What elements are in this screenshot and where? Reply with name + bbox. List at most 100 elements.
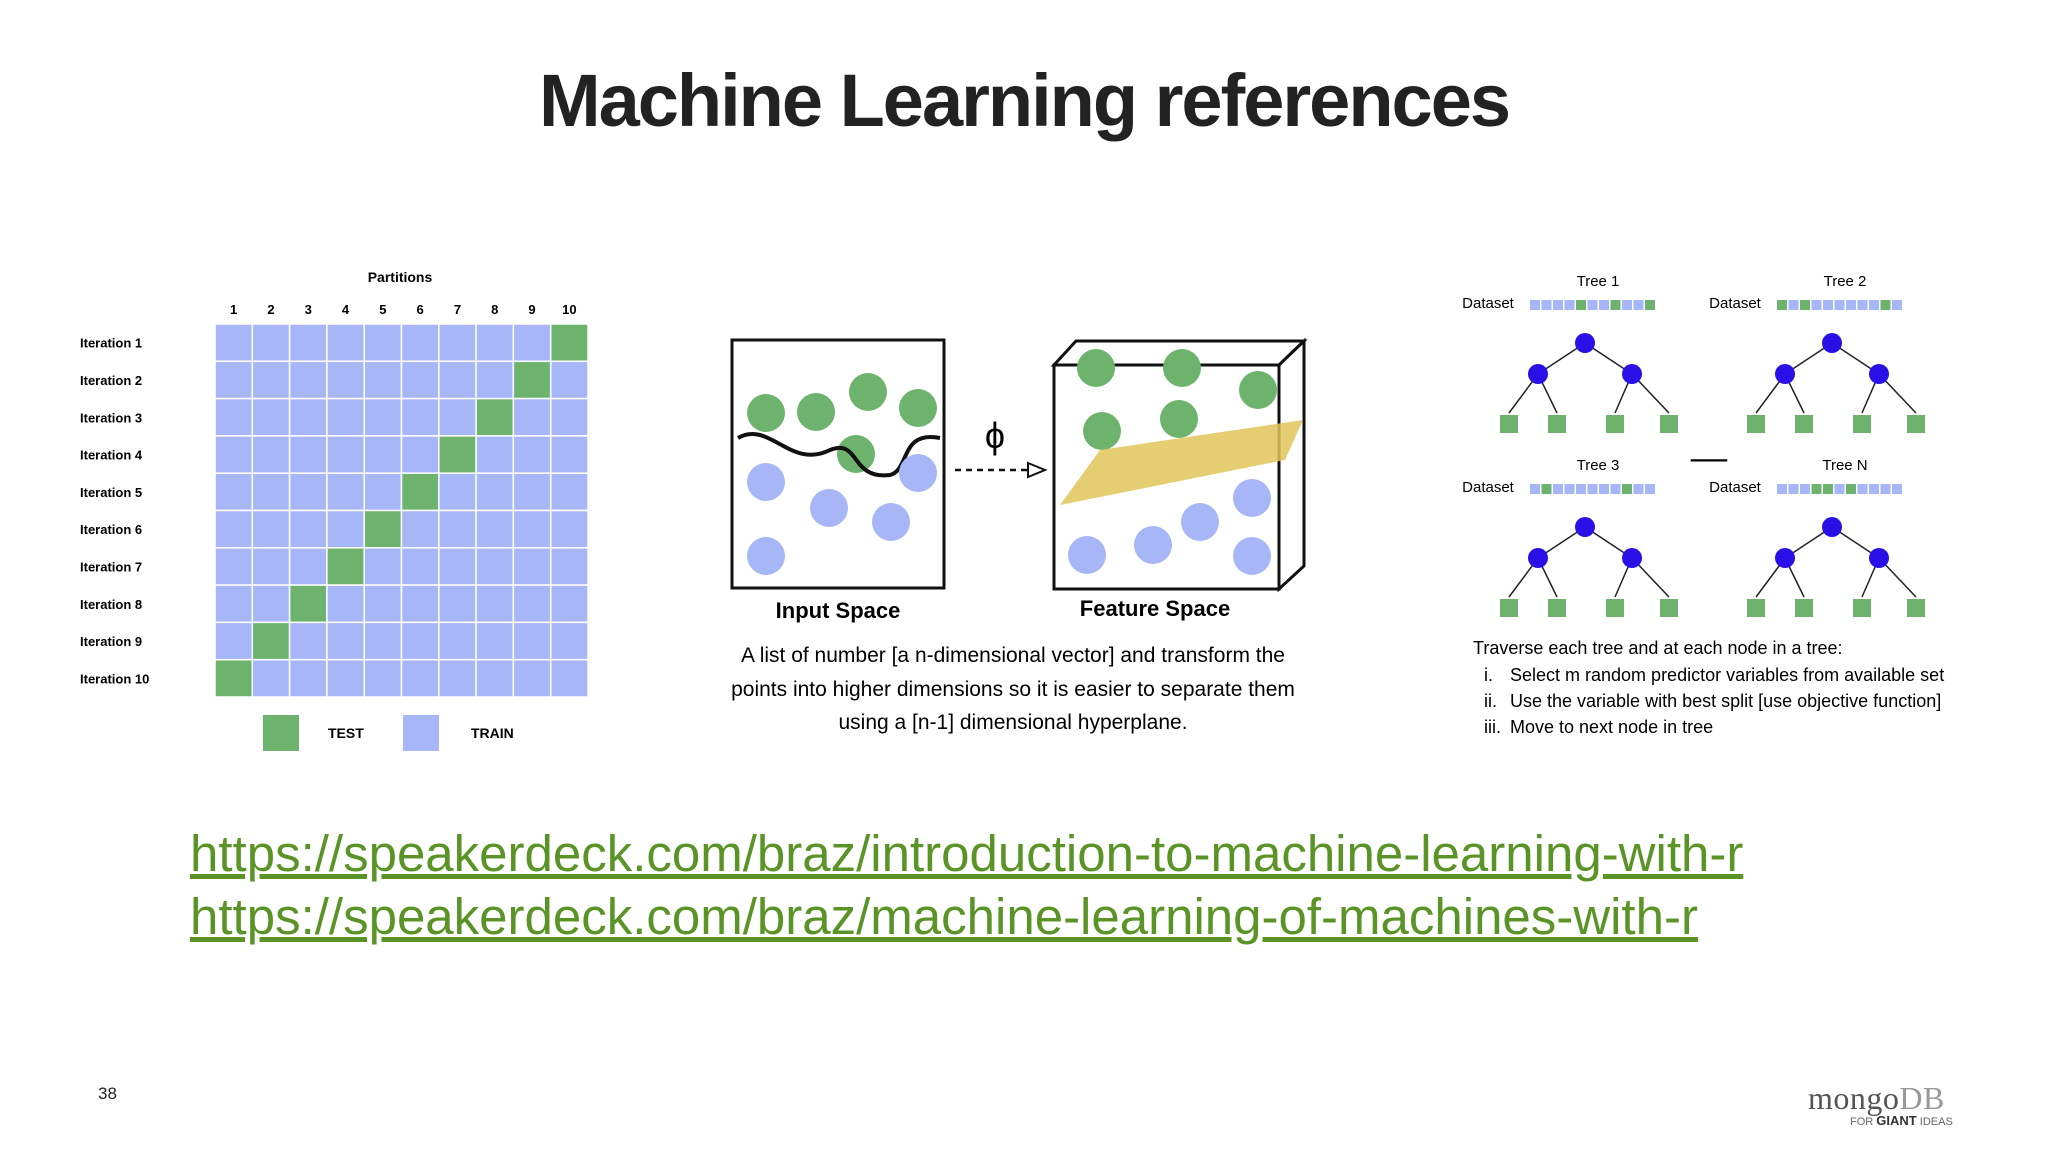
test-cell bbox=[363, 509, 403, 549]
tree-ellipsis: --------- bbox=[1690, 449, 1728, 469]
dataset-sample bbox=[1633, 484, 1644, 494]
feature-space-label: Feature Space bbox=[1080, 596, 1230, 621]
train-cell bbox=[214, 472, 254, 512]
dataset-sample bbox=[1564, 300, 1575, 310]
tree-root-node bbox=[1575, 333, 1595, 353]
blue-point bbox=[1233, 537, 1271, 575]
blue-point bbox=[1134, 526, 1172, 564]
dataset-label: Dataset bbox=[1462, 295, 1515, 312]
iteration-label: Iteration 4 bbox=[80, 448, 143, 463]
blue-point bbox=[1181, 503, 1219, 541]
train-cell bbox=[363, 323, 403, 363]
partition-number: 7 bbox=[454, 302, 461, 317]
train-cell bbox=[549, 547, 589, 586]
slide-title: Machine Learning references bbox=[538, 59, 1511, 142]
train-cell bbox=[475, 360, 515, 400]
reference-link-ml-machines[interactable]: https://speakerdeck.com/braz/machine-lea… bbox=[190, 888, 1698, 945]
train-cell bbox=[512, 435, 552, 474]
tree-split-node bbox=[1869, 364, 1889, 384]
train-cell bbox=[512, 547, 552, 586]
blue-point bbox=[810, 489, 848, 527]
blue-point bbox=[1068, 536, 1106, 574]
train-cell bbox=[288, 509, 328, 549]
mongodb-logo: mongoDB FOR GIANT IDEAS bbox=[1808, 1080, 1953, 1128]
train-cell bbox=[288, 658, 328, 698]
dataset-sample bbox=[1599, 300, 1609, 310]
blue-point bbox=[872, 503, 910, 541]
train-cell bbox=[475, 621, 515, 661]
svm-caption-line: points into higher dimensions so it is e… bbox=[731, 678, 1295, 701]
svm-caption-line: A list of number [a n-dimensional vector… bbox=[741, 644, 1285, 667]
train-cell bbox=[326, 658, 365, 698]
partition-number: 5 bbox=[379, 302, 386, 317]
green-point bbox=[1077, 349, 1115, 387]
legend-train-swatch bbox=[403, 715, 439, 751]
train-cell bbox=[288, 360, 328, 400]
dataset-sample bbox=[1823, 484, 1833, 494]
tree-root-node bbox=[1575, 517, 1595, 537]
reference-link-intro-ml[interactable]: https://speakerdeck.com/braz/introductio… bbox=[190, 825, 1744, 882]
tree-leaf-node bbox=[1853, 415, 1871, 433]
decision-curve bbox=[737, 432, 941, 478]
train-cell bbox=[288, 397, 328, 437]
train-cell bbox=[326, 435, 365, 474]
train-cell bbox=[326, 509, 365, 549]
train-cell bbox=[326, 360, 365, 400]
train-cell bbox=[475, 584, 515, 624]
train-cell bbox=[475, 509, 515, 549]
dataset-sample bbox=[1622, 484, 1632, 494]
dataset-sample bbox=[1587, 484, 1598, 494]
test-cell bbox=[512, 360, 552, 400]
train-cell bbox=[363, 658, 403, 698]
iteration-label: Iteration 5 bbox=[80, 485, 142, 500]
iteration-label: Iteration 1 bbox=[80, 336, 142, 351]
blue-point bbox=[899, 454, 937, 492]
train-cell bbox=[363, 547, 403, 586]
logo-tag-giant: GIANT bbox=[1876, 1113, 1917, 1128]
train-cell bbox=[549, 472, 589, 512]
dataset-sample bbox=[1530, 484, 1540, 494]
dataset-sample bbox=[1541, 300, 1552, 310]
logo-word-db: DB bbox=[1899, 1080, 1945, 1116]
tree-leaf-node bbox=[1747, 415, 1765, 433]
tree-split-node bbox=[1622, 364, 1642, 384]
train-cell bbox=[251, 658, 291, 698]
tree-leaf-node bbox=[1660, 415, 1678, 433]
tree-leaf-node bbox=[1606, 415, 1624, 433]
dataset-sample bbox=[1892, 484, 1902, 494]
train-cell bbox=[438, 547, 477, 586]
train-cell bbox=[512, 509, 552, 549]
step-text: Use the variable with best split [use ob… bbox=[1510, 691, 1941, 711]
dataset-sample bbox=[1564, 484, 1575, 494]
train-cell bbox=[214, 584, 254, 624]
tree-split-node bbox=[1775, 548, 1795, 568]
train-cell bbox=[512, 658, 552, 698]
logo-tag-ideas: IDEAS bbox=[1916, 1116, 1953, 1128]
tree-split-node bbox=[1622, 548, 1642, 568]
dataset-sample bbox=[1530, 300, 1540, 310]
train-cell bbox=[326, 397, 365, 437]
dataset-label: Dataset bbox=[1709, 295, 1762, 312]
blue-point bbox=[1233, 479, 1271, 517]
partition-number: 4 bbox=[342, 302, 350, 317]
step-number: ii. bbox=[1484, 691, 1497, 711]
train-cell bbox=[549, 509, 589, 549]
train-cell bbox=[288, 323, 328, 363]
train-cell bbox=[400, 509, 440, 549]
green-point bbox=[1160, 400, 1198, 438]
input-space-label: Input Space bbox=[776, 598, 901, 623]
train-cell bbox=[549, 584, 589, 624]
train-cell bbox=[549, 435, 589, 474]
dataset-sample bbox=[1599, 484, 1609, 494]
train-cell bbox=[251, 547, 291, 586]
green-point bbox=[837, 435, 875, 473]
train-cell bbox=[400, 323, 440, 363]
train-cell bbox=[512, 323, 552, 363]
feature-space-side bbox=[1277, 337, 1306, 593]
train-cell bbox=[549, 658, 589, 698]
dataset-sample bbox=[1834, 484, 1845, 494]
train-cell bbox=[251, 435, 291, 474]
dataset-sample bbox=[1587, 300, 1598, 310]
train-cell bbox=[400, 397, 440, 437]
step-number: iii. bbox=[1484, 717, 1501, 737]
